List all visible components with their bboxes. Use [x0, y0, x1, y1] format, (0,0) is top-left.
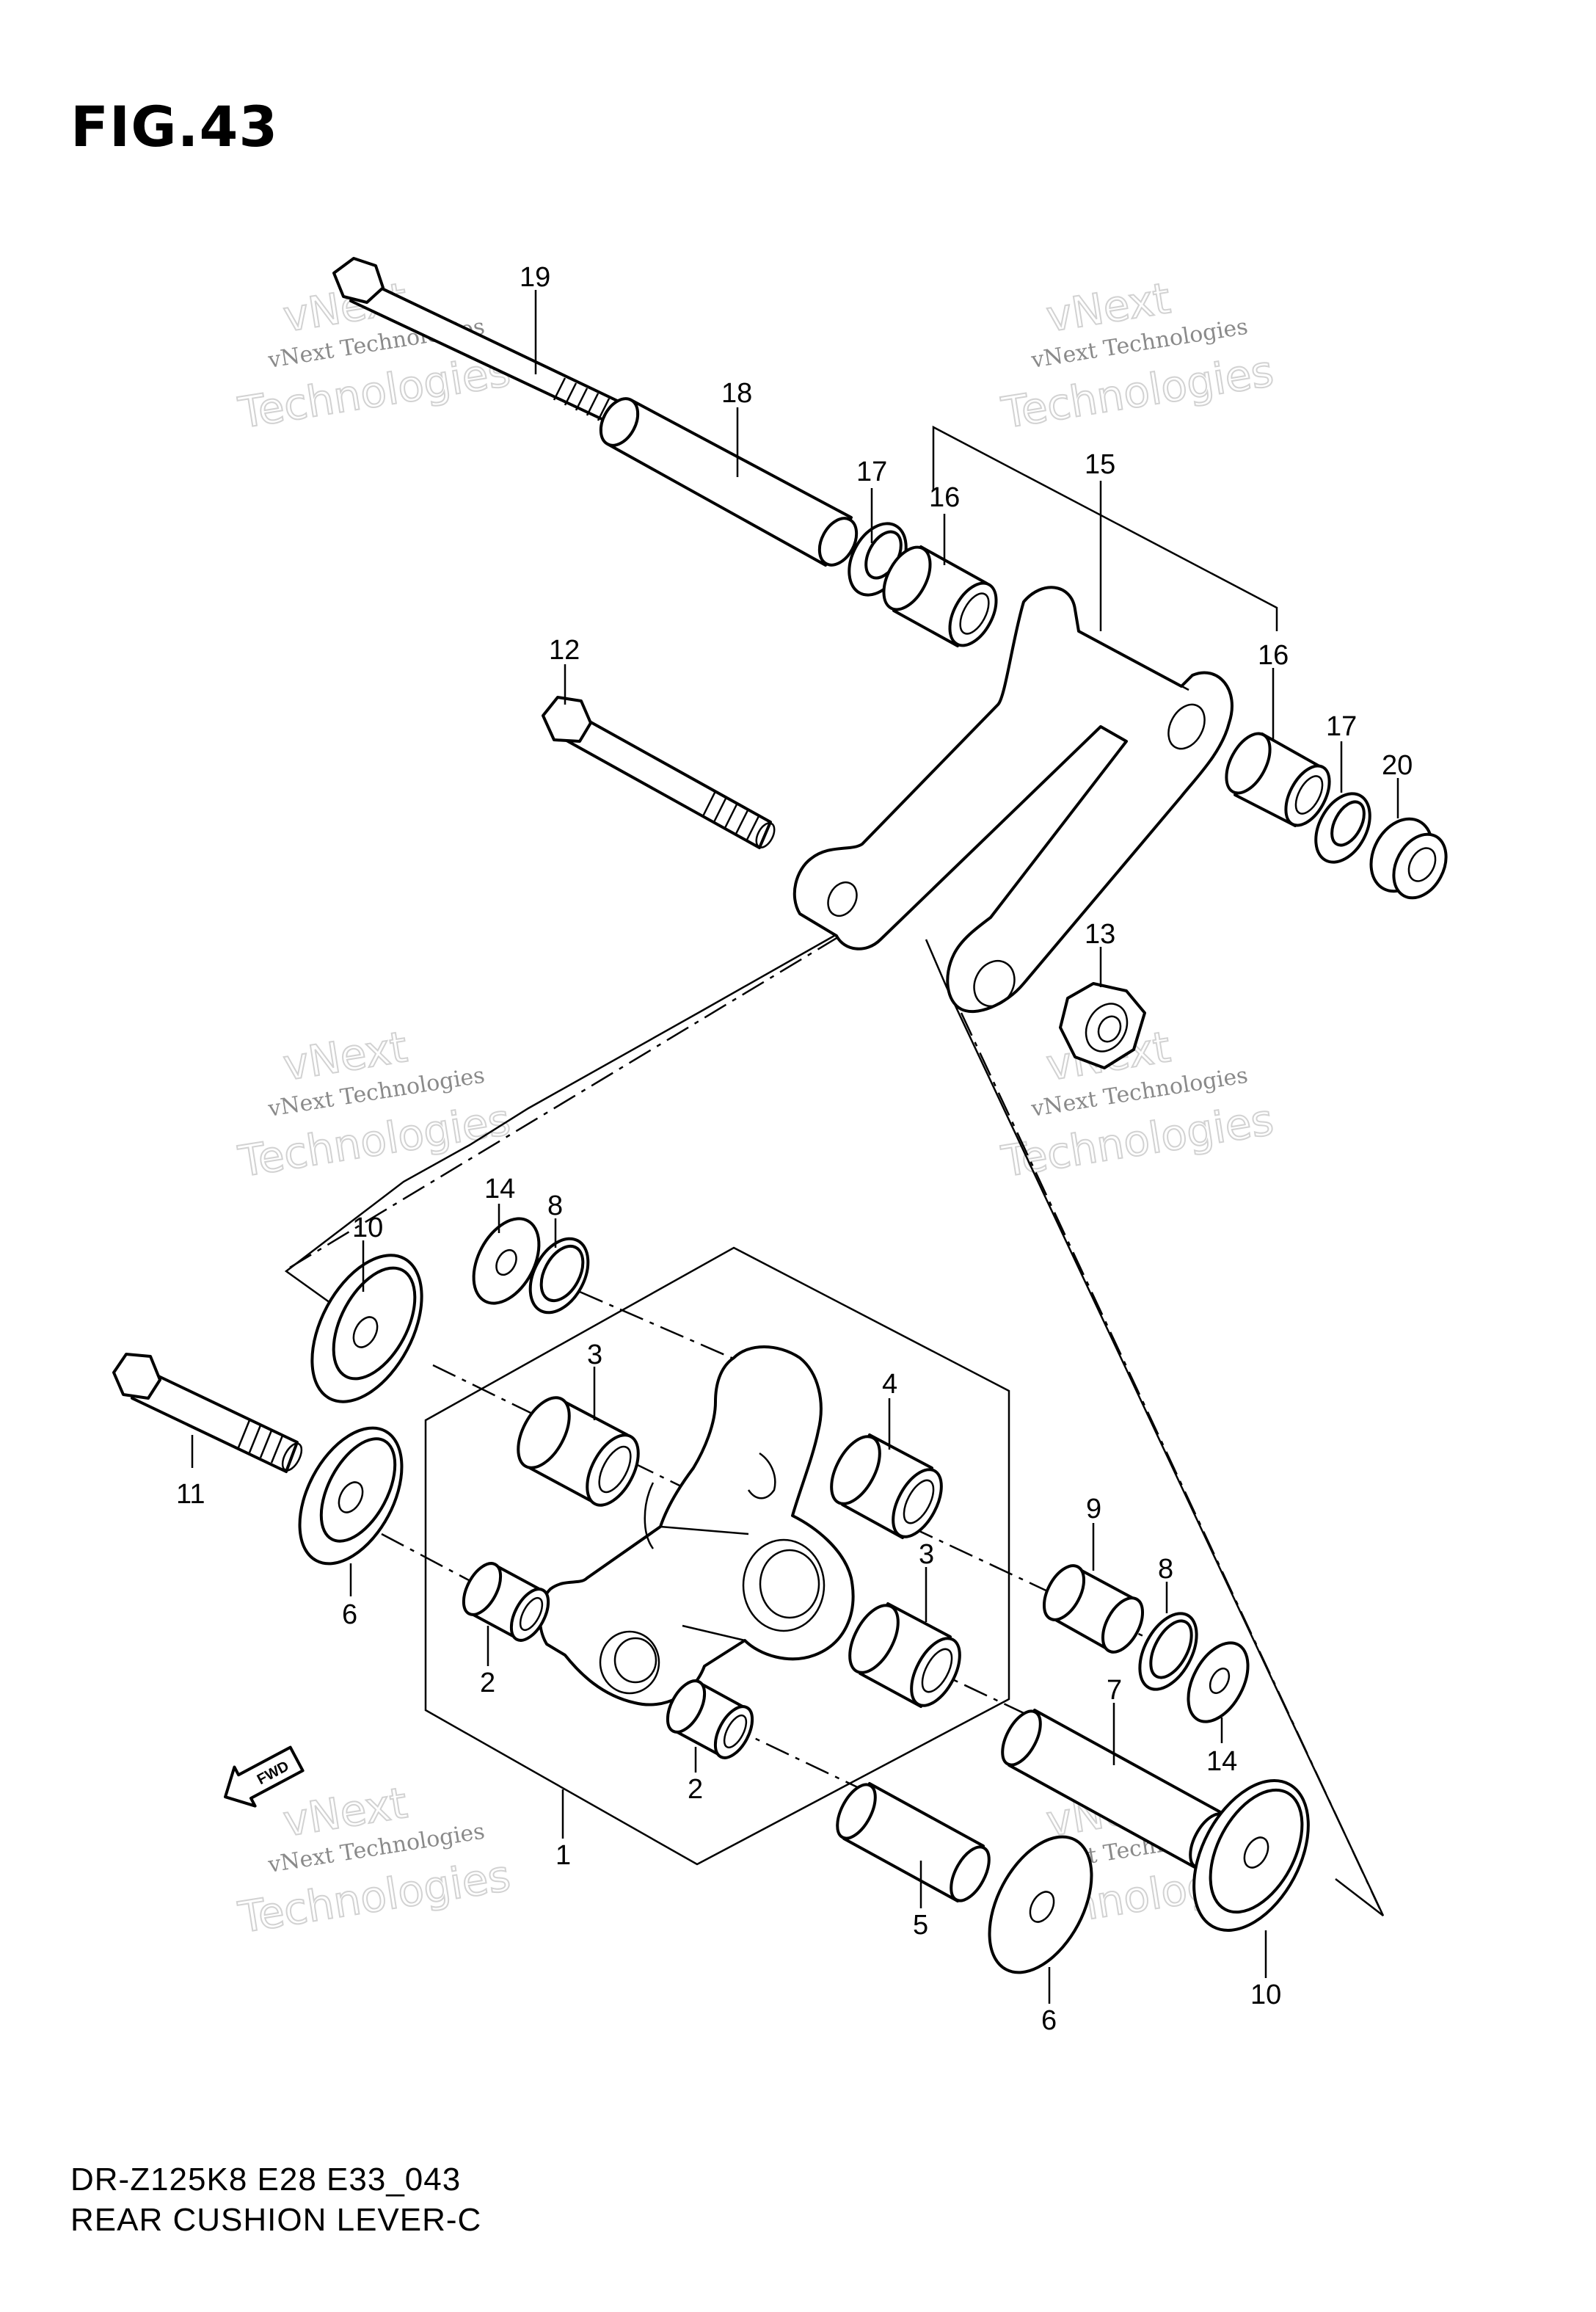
centerline-seal-row [579, 1290, 749, 1367]
callout-17-right: 17 [1326, 711, 1357, 742]
centerline-bushing-row4 [726, 1723, 881, 1800]
callout-6-right: 6 [1041, 2005, 1057, 2036]
callout-15: 15 [1085, 449, 1115, 480]
washer-6-left[interactable] [279, 1411, 423, 1580]
seal-17-right[interactable] [1305, 785, 1380, 871]
bearing-4[interactable] [822, 1429, 952, 1545]
callout-3-lower: 3 [919, 1539, 934, 1570]
washer-10-top[interactable] [290, 1237, 445, 1420]
watermark-top-right: vNext Technologies vNext Technologies [997, 272, 1278, 439]
rod-group-bracket [932, 425, 1278, 631]
sleeve-5[interactable] [830, 1778, 997, 1906]
callout-10-top: 10 [352, 1213, 383, 1243]
callout-6-left: 6 [342, 1599, 357, 1630]
callout-18: 18 [721, 378, 752, 409]
bearing-16-top[interactable] [874, 539, 1005, 653]
washer-6-right[interactable] [969, 1820, 1112, 1989]
bolt-11[interactable] [112, 1353, 305, 1473]
figure-title: FIG.43 [70, 94, 279, 159]
centerline-bushing-row3 [924, 1665, 1065, 1734]
callout-1: 1 [555, 1840, 571, 1871]
callout-8-right: 8 [1158, 1554, 1173, 1585]
callout-10-right: 10 [1250, 1980, 1281, 2010]
washer-14-top[interactable] [460, 1207, 552, 1314]
cushion-lever-1[interactable] [538, 1345, 855, 1706]
lever-group-outline [424, 1246, 1010, 1866]
callout-8-top: 8 [547, 1190, 563, 1221]
callout-20: 20 [1382, 750, 1413, 781]
bearing-16-right[interactable] [1217, 727, 1338, 832]
nut-13[interactable] [1059, 982, 1146, 1069]
callout-2-upper: 2 [480, 1668, 495, 1698]
callout-11: 11 [176, 1479, 205, 1510]
circlip-8-top[interactable] [519, 1229, 600, 1322]
circlip-8-right[interactable] [1128, 1604, 1208, 1699]
outer-group-bracket [284, 910, 878, 1304]
callout-14-top: 14 [484, 1174, 515, 1204]
callout-16-top: 16 [929, 482, 960, 513]
part-group-name: REAR CUSHION LEVER-C [70, 2202, 482, 2238]
cushion-rod-15[interactable] [792, 586, 1234, 1014]
callout-2-lower: 2 [688, 1774, 703, 1805]
callout-16-right: 16 [1258, 640, 1289, 671]
model-code: DR-Z125K8 E28 E33_043 [70, 2162, 462, 2198]
right-group-bracket [925, 939, 1385, 1916]
centerline-right-link [960, 1012, 1381, 1909]
callout-numbers: 19 18 17 16 15 16 17 20 12 13 10 14 8 3 … [176, 262, 1413, 2036]
washer-14-right[interactable] [1176, 1633, 1260, 1731]
washer-10-right[interactable] [1170, 1762, 1332, 1949]
callout-14-right: 14 [1206, 1746, 1237, 1777]
spacer-9[interactable] [1036, 1559, 1151, 1658]
needle-bearing-2-lower[interactable] [660, 1675, 760, 1764]
bolt-12[interactable] [542, 696, 778, 851]
callout-19: 19 [520, 262, 550, 293]
bearing-3-upper[interactable] [508, 1389, 649, 1513]
nut-20[interactable] [1359, 808, 1457, 906]
leader-lines [191, 290, 1399, 2004]
sleeve-18[interactable] [594, 393, 864, 572]
callout-9: 9 [1086, 1494, 1101, 1524]
callout-5: 5 [913, 1910, 928, 1941]
callout-17-top: 17 [856, 457, 887, 487]
callout-13: 13 [1085, 919, 1115, 950]
bearing-3-lower[interactable] [840, 1598, 970, 1714]
centerline-bolt11 [381, 1533, 507, 1602]
callout-4: 4 [882, 1369, 897, 1400]
fwd-arrow-icon: FWD [224, 1745, 305, 1808]
centerline-upper-left [285, 912, 878, 1271]
callout-7: 7 [1107, 1675, 1122, 1706]
callout-3-upper: 3 [587, 1339, 602, 1370]
callout-12: 12 [549, 635, 580, 666]
needle-bearing-2-upper[interactable] [456, 1557, 556, 1646]
